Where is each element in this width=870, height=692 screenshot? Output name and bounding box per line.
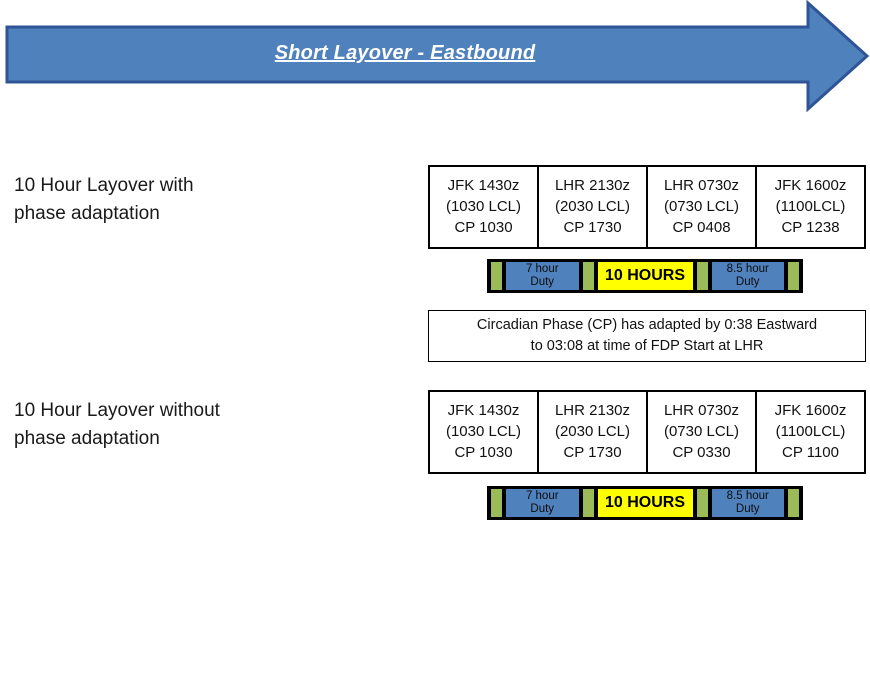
flight-circadian-phase: CP 1100 xyxy=(782,444,839,461)
segment-divider xyxy=(594,489,597,517)
segment-divider xyxy=(693,262,696,290)
flight-airport-time: LHR 0730z xyxy=(663,177,740,194)
duty-segment-return: 8.5 hour Duty xyxy=(710,489,785,517)
duty-label-line2: Duty xyxy=(530,276,555,288)
segment-divider xyxy=(693,489,696,517)
debrief-segment xyxy=(787,262,800,290)
segment-divider xyxy=(594,262,597,290)
flight-cell: JFK 1600z (1100LCL) CP 1238 xyxy=(757,167,864,247)
duty-segment-outbound: 7 hour Duty xyxy=(505,262,580,290)
flight-local-time: (1030 LCL) xyxy=(445,423,522,440)
debrief-segment xyxy=(581,262,595,290)
flight-airport-time: JFK 1600z xyxy=(774,177,847,194)
debrief-segment xyxy=(787,489,800,517)
row-label-line2: phase adaptation xyxy=(14,428,160,449)
flight-cell: JFK 1430z (1030 LCL) CP 1030 xyxy=(430,392,539,472)
segment-divider xyxy=(503,262,505,290)
duty-label-line1: 7 hour xyxy=(525,263,559,275)
segment-divider xyxy=(708,489,711,517)
layover-segment: 10 HOURS xyxy=(596,489,694,517)
report-segment xyxy=(490,262,503,290)
duty-label-line2: Duty xyxy=(735,276,760,288)
duty-label-line2: Duty xyxy=(530,503,555,515)
debrief-segment xyxy=(581,489,595,517)
flight-airport-time: LHR 2130z xyxy=(554,402,631,419)
duty-bar-with-adaptation: 7 hour Duty 10 HOURS 8.5 hour Duty xyxy=(487,259,803,293)
flight-cell: LHR 2130z (2030 LCL) CP 1730 xyxy=(539,392,648,472)
flight-local-time: (2030 LCL) xyxy=(554,423,631,440)
flight-local-time: (0730 LCL) xyxy=(663,198,740,215)
flight-local-time: (1100LCL) xyxy=(775,423,846,440)
flight-airport-time: JFK 1430z xyxy=(447,402,520,419)
flight-circadian-phase: CP 1238 xyxy=(781,219,840,236)
arrow-shape xyxy=(5,0,870,112)
flight-circadian-phase: CP 1030 xyxy=(454,219,513,236)
row-label-without-adaptation: 10 Hour Layover without phase adaptation xyxy=(14,397,414,453)
segment-divider xyxy=(785,489,787,517)
row-label-with-adaptation: 10 Hour Layover with phase adaptation xyxy=(14,172,414,228)
row-label-line1: 10 Hour Layover without xyxy=(14,400,220,421)
duty-bar-without-adaptation: 7 hour Duty 10 HOURS 8.5 hour Duty xyxy=(487,486,803,520)
flight-local-time: (0730 LCL) xyxy=(663,423,740,440)
duty-label-line1: 8.5 hour xyxy=(726,263,769,275)
segment-divider xyxy=(579,262,582,290)
note-line2: to 03:08 at time of FDP Start at LHR xyxy=(530,338,764,354)
note-line1: Circadian Phase (CP) has adapted by 0:38… xyxy=(476,317,818,333)
row-label-line2: phase adaptation xyxy=(14,203,160,224)
segment-divider xyxy=(785,262,787,290)
flight-airport-time: JFK 1600z xyxy=(774,402,847,419)
duty-segment-return: 8.5 hour Duty xyxy=(710,262,785,290)
segment-divider xyxy=(579,489,582,517)
flight-airport-time: LHR 2130z xyxy=(554,177,631,194)
flight-airport-time: JFK 1430z xyxy=(447,177,520,194)
report-segment xyxy=(695,489,709,517)
report-segment xyxy=(490,489,503,517)
banner-arrow: Short Layover - Eastbound xyxy=(5,0,870,112)
circadian-phase-note: Circadian Phase (CP) has adapted by 0:38… xyxy=(428,310,866,362)
banner-title: Short Layover - Eastbound xyxy=(274,42,536,64)
arrow-polygon xyxy=(5,0,870,112)
flight-circadian-phase: CP 1730 xyxy=(563,219,622,236)
segment-divider xyxy=(503,489,505,517)
duty-segment-outbound: 7 hour Duty xyxy=(505,489,580,517)
flight-circadian-phase: CP 0330 xyxy=(672,444,731,461)
flight-cell: LHR 0730z (0730 LCL) CP 0408 xyxy=(648,167,757,247)
duty-label-line1: 8.5 hour xyxy=(726,490,769,502)
report-segment xyxy=(695,262,709,290)
row-label-line1: 10 Hour Layover with xyxy=(14,175,194,196)
layover-segment: 10 HOURS xyxy=(596,262,694,290)
flight-cell: JFK 1430z (1030 LCL) CP 1030 xyxy=(430,167,539,247)
flight-cell: LHR 2130z (2030 LCL) CP 1730 xyxy=(539,167,648,247)
duty-label-line2: Duty xyxy=(735,503,760,515)
flight-circadian-phase: CP 0408 xyxy=(672,219,731,236)
flight-circadian-phase: CP 1730 xyxy=(563,444,622,461)
flight-table-with-adaptation: JFK 1430z (1030 LCL) CP 1030 LHR 2130z (… xyxy=(428,165,866,249)
flight-local-time: (1100LCL) xyxy=(775,198,846,215)
flight-cell: LHR 0730z (0730 LCL) CP 0330 xyxy=(648,392,757,472)
flight-airport-time: LHR 0730z xyxy=(663,402,740,419)
flight-cell: JFK 1600z (1100LCL) CP 1100 xyxy=(757,392,864,472)
flight-local-time: (1030 LCL) xyxy=(445,198,522,215)
flight-table-without-adaptation: JFK 1430z (1030 LCL) CP 1030 LHR 2130z (… xyxy=(428,390,866,474)
flight-local-time: (2030 LCL) xyxy=(554,198,631,215)
duty-label-line1: 7 hour xyxy=(525,490,559,502)
segment-divider xyxy=(708,262,711,290)
flight-circadian-phase: CP 1030 xyxy=(454,444,513,461)
